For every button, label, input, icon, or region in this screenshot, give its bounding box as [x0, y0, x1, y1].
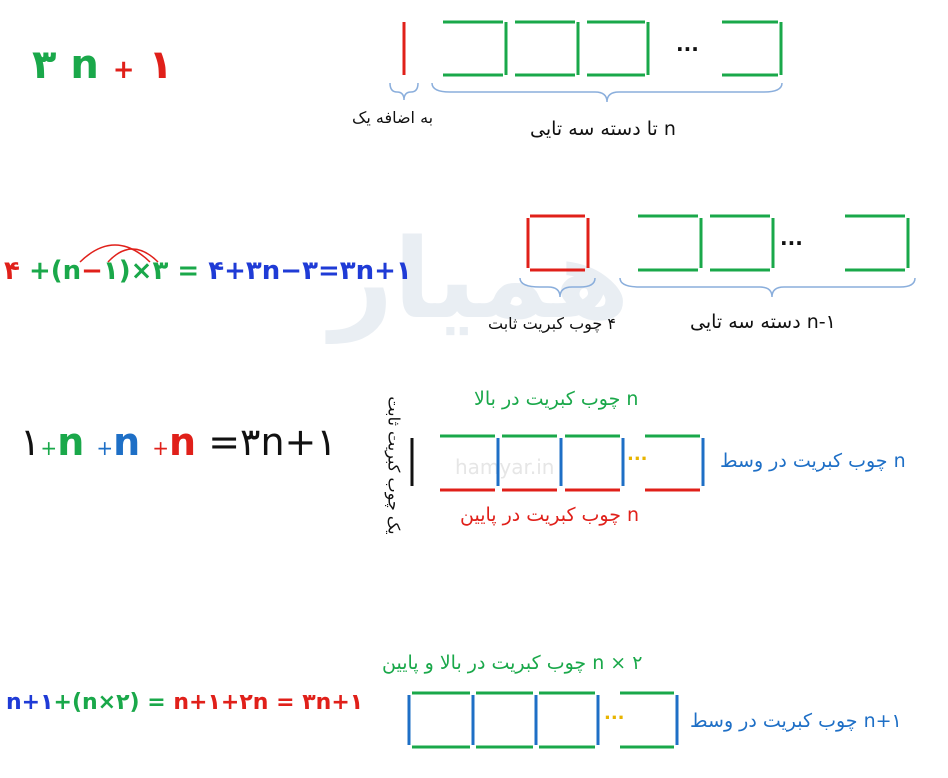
group-sticks-2 [638, 214, 910, 272]
ellipsis-2: ... [780, 226, 803, 250]
fixed-stick-label: یک چوب کبریت ثابت [384, 396, 404, 535]
term-n: n [70, 42, 99, 88]
watermark-url: hamyar.in [455, 455, 555, 479]
bottom-label: چوب کبریت در پایین n [460, 504, 640, 526]
watermark-logo: همیار [330, 215, 630, 343]
term-1: ۱ [148, 42, 173, 88]
formula-line-4: n+۱+(n×۲) = n+۱+۲n = ۳n+۱ [6, 690, 364, 715]
ellipsis-4: ... [604, 703, 625, 724]
group-label-2: n-۱ دسته سه تایی [690, 311, 836, 333]
formula-line-2: ۴ +(n−۱)×۳ = ۴+۳n−۳=۳n+۱ [4, 256, 412, 286]
middle-label: چوب کبریت در وسط n [720, 450, 906, 472]
horizontal-sticks-4 [412, 691, 674, 749]
vertical-sticks-4 [407, 695, 679, 745]
ellipsis-1: ... [676, 32, 699, 56]
braces-2 [519, 277, 916, 298]
square-label: ۴ چوب کبریت ثابت [488, 314, 616, 333]
middle-label-4: n+۱ چوب کبریت در وسط [690, 710, 902, 732]
formula-line-3: ۱+n +n +n =۳n+۱ [20, 420, 337, 464]
term-3: ۳ [32, 42, 57, 88]
distribution-arcs [79, 244, 159, 263]
group-label-1: تا دسته سه تایی n [530, 118, 676, 140]
square-sticks [526, 214, 590, 272]
ellipsis-3: ... [627, 444, 648, 465]
middle-sticks [496, 438, 705, 486]
top-bottom-label: ۲ × n چوب کبریت در بالا و پایین [382, 652, 643, 674]
formula-3n-plus-1: ۳ n + ۱ [32, 42, 173, 88]
group-sticks-1 [443, 20, 783, 77]
braces-1 [389, 82, 783, 103]
plus-sign: + [112, 55, 135, 85]
extra-label: به اضافه یک [352, 108, 434, 127]
top-label: چوب کبریت در بالا n [474, 388, 639, 410]
